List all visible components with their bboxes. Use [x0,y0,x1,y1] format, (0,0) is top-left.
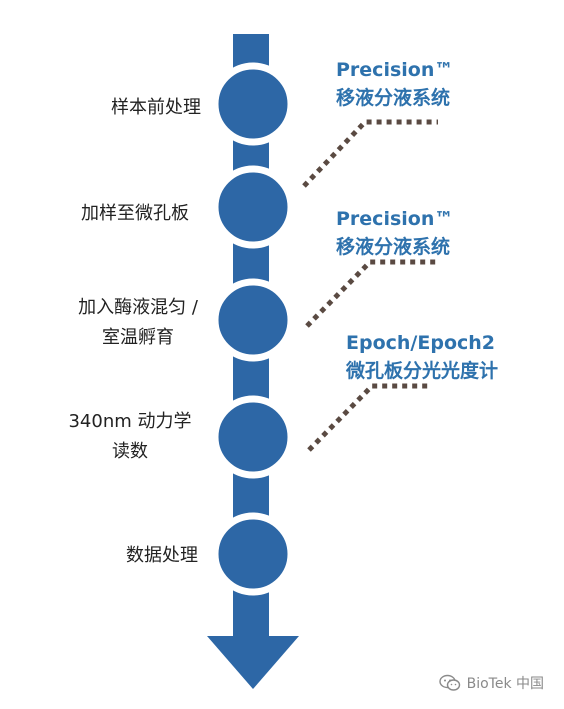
callout-line: 移液分液系统 [336,236,451,258]
callout-line: 微孔板分光光度计 [346,360,499,382]
callout-line: Epoch/Epoch2 [346,332,496,354]
step-node [211,62,295,146]
step-label-load-plate: 加样至微孔板 [60,199,210,229]
callout-line: 移液分液系统 [336,87,451,109]
step-label-line: 340nm 动力学 [68,411,192,432]
callout-precision-1: Precision™ 移液分液系统 [336,56,453,112]
step-label-line: 加样至微孔板 [81,203,189,224]
callout-connector [302,119,438,188]
step-label-data-processing: 数据处理 [110,541,214,571]
step-label-line: 读数 [112,441,148,462]
step-label-kinetic-read: 340nm 动力学 读数 [56,407,204,467]
watermark-text: BioTek 中国 [466,676,544,692]
callout-connector [307,383,432,452]
step-label-line: 数据处理 [126,545,198,566]
step-label-line: 加入酶液混匀 / [78,297,198,318]
callout-line: Precision™ [336,208,454,230]
callout-epoch: Epoch/Epoch2 微孔板分光光度计 [346,329,498,385]
watermark: BioTek 中国 [438,673,544,693]
workflow-arrow-head [207,636,299,689]
callout-connector [305,259,438,328]
callout-precision-2: Precision™ 移液分液系统 [336,205,453,261]
wechat-icon [438,674,460,691]
step-label-line: 室温孵育 [102,327,174,348]
step-node [211,395,295,479]
step-label-line: 样本前处理 [111,97,201,118]
step-node [211,278,295,362]
step-label-enzyme-incubate: 加入酶液混匀 / 室温孵育 [58,293,218,353]
step-label-sample-prep: 样本前处理 [100,93,212,123]
step-node [211,512,295,596]
step-node [211,165,295,249]
callout-line: Precision™ [336,59,454,81]
